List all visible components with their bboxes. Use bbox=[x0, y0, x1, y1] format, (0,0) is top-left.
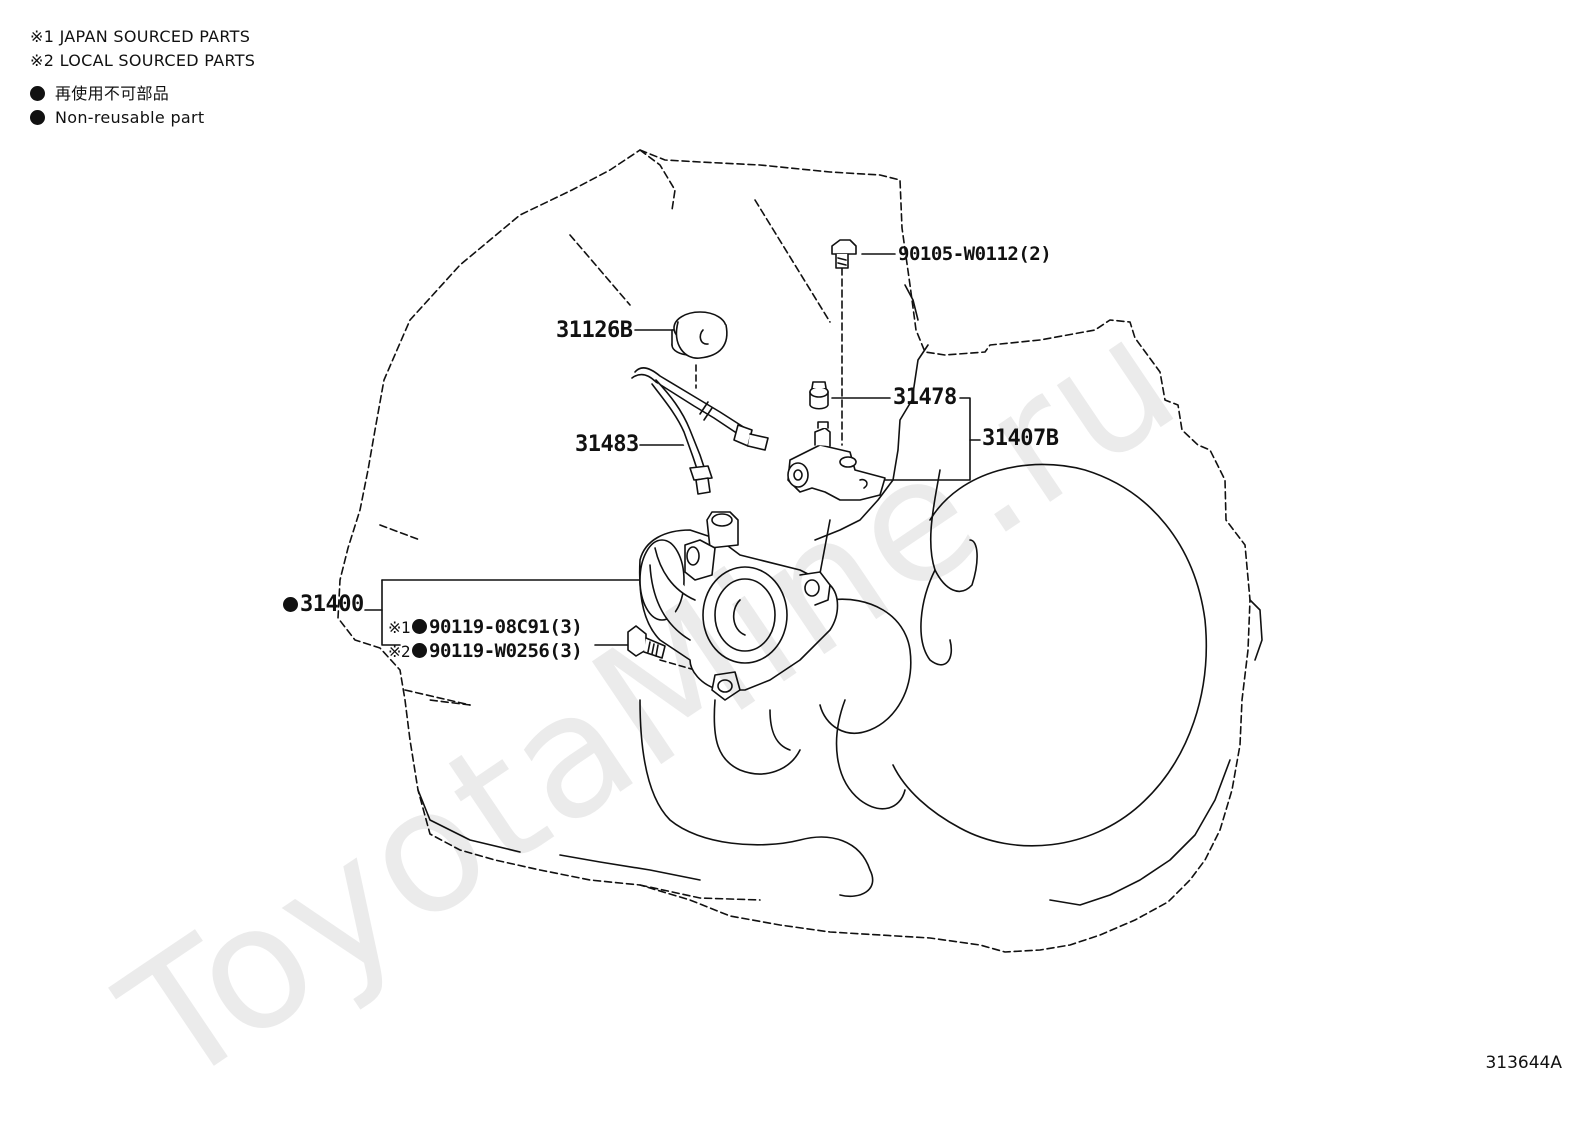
label-31407b: 31407B bbox=[982, 426, 1059, 451]
bolt-90119-drawing bbox=[627, 625, 666, 659]
label-90119-w0256: ※2 90119-W0256(3) bbox=[388, 640, 583, 663]
non-reusable-dot-icon bbox=[412, 619, 428, 634]
release-cylinder-31400-drawing bbox=[638, 511, 839, 701]
non-reusable-dot-icon bbox=[283, 597, 298, 612]
label-31478: 31478 bbox=[893, 385, 957, 410]
diagram-code: 313644A bbox=[1485, 1053, 1562, 1073]
part-number: 31400 bbox=[300, 592, 364, 617]
label-90119-08c91: ※1 90119-08C91(3) bbox=[388, 616, 583, 639]
grommet-31126b-drawing bbox=[671, 311, 728, 359]
source-mark: ※1 bbox=[388, 618, 411, 637]
legend-local-sourced: ※2 LOCAL SOURCED PARTS bbox=[30, 51, 256, 70]
legend-text: 再使用不可部品 bbox=[55, 84, 170, 103]
bleeder-plug-31407b-drawing bbox=[787, 421, 886, 501]
bellhousing-contours bbox=[417, 284, 1263, 906]
part-number: 90119-08C91(3) bbox=[429, 616, 583, 638]
legend-non-reusable-ja: 再使用不可部品 bbox=[30, 84, 169, 104]
exploded-view-drawing bbox=[337, 149, 1263, 953]
clutch-tube-31483-drawing bbox=[631, 367, 769, 495]
part-number: 90119-W0256(3) bbox=[429, 640, 583, 662]
source-mark: ※2 bbox=[388, 642, 411, 661]
bolt-90105-drawing bbox=[831, 239, 857, 269]
label-31400: 31400 bbox=[283, 592, 364, 618]
legend-japan-sourced: ※1 JAPAN SOURCED PARTS bbox=[30, 27, 251, 46]
label-90105-w0112: 90105-W0112(2) bbox=[898, 243, 1052, 265]
transaxle-housing-outline bbox=[337, 149, 1251, 953]
non-reusable-dot-icon bbox=[412, 643, 428, 658]
bleeder-cap-31478-drawing bbox=[809, 381, 829, 410]
parts-diagram: ※1 JAPAN SOURCED PARTS ※2 LOCAL SOURCED … bbox=[30, 27, 1562, 1124]
legend-text: Non-reusable part bbox=[55, 108, 205, 127]
bullet-icon bbox=[30, 86, 45, 101]
bullet-icon bbox=[30, 110, 45, 125]
legend-non-reusable-en: Non-reusable part bbox=[30, 108, 204, 128]
label-31483: 31483 bbox=[575, 432, 639, 457]
leader-lines bbox=[364, 253, 981, 671]
label-31126b: 31126B bbox=[556, 318, 633, 343]
